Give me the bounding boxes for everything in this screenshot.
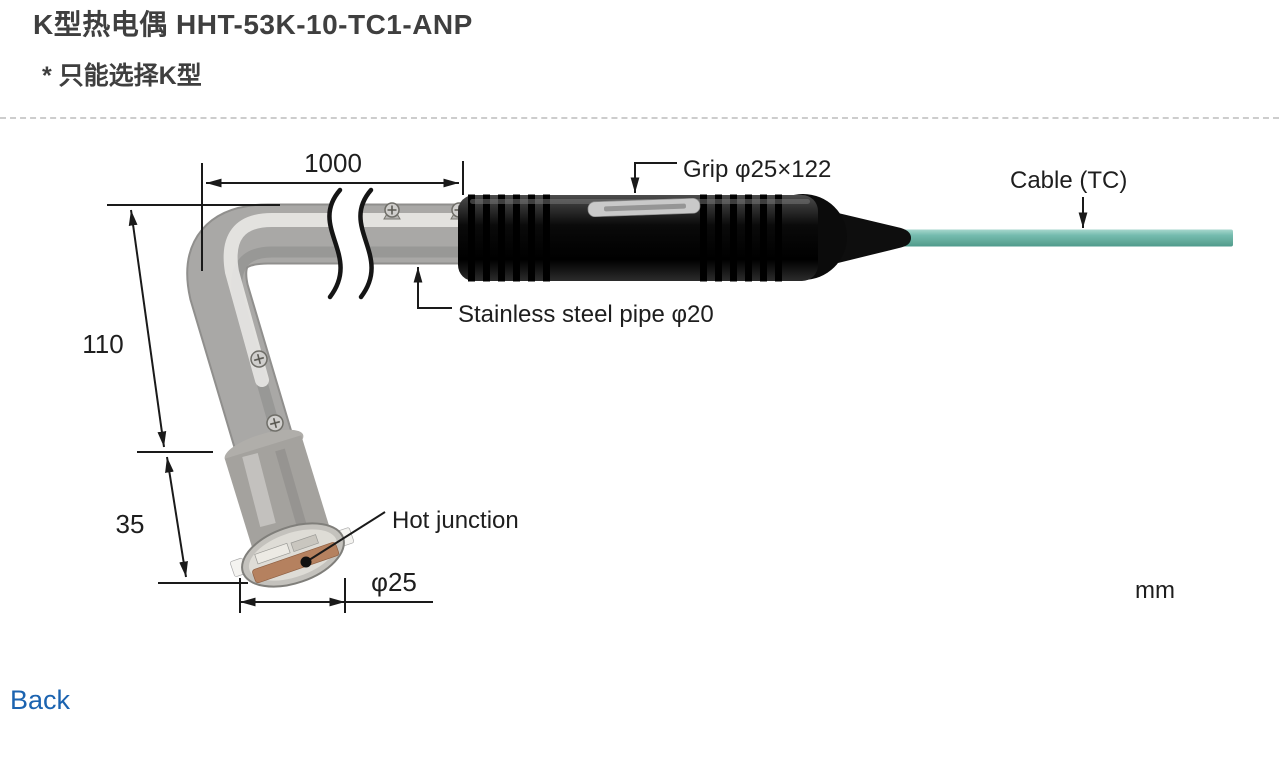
hot-junction-band [252, 542, 340, 584]
sensor-tip-face [230, 522, 355, 588]
grip-label: Grip φ25×122 [683, 156, 831, 183]
grip [458, 194, 911, 282]
stainless-pipe [186, 203, 469, 479]
dim-tip-section-label: 35 [116, 509, 145, 539]
page-note: * 只能选择K型 [42, 62, 202, 90]
dashed-divider [0, 117, 1279, 119]
back-link[interactable]: Back [10, 685, 71, 715]
cable [902, 229, 1233, 247]
dimension-lines [107, 161, 1088, 613]
pipe-label: Stainless steel pipe φ20 [458, 301, 714, 328]
cable-label: Cable (TC) [1010, 167, 1127, 194]
grip-leader [630, 162, 677, 193]
break-marks [327, 174, 374, 311]
hot-junction-label: Hot junction [392, 507, 519, 534]
page-title: K型热电偶 HHT-53K-10-TC1-ANP [33, 9, 473, 40]
grip-ribs [468, 194, 782, 282]
tip-sleeve [224, 429, 330, 550]
grip-label-plate [587, 197, 701, 218]
grip-strain-relief-cone [838, 213, 911, 263]
dim-pipe-length-label: 1000 [304, 148, 362, 178]
hot-junction-dot [300, 556, 312, 568]
unit-label: mm [1135, 577, 1175, 604]
pipe-leader [413, 267, 452, 309]
hot-junction-leader [305, 511, 386, 563]
dim-upper-section-label: 110 [82, 329, 123, 359]
dim-tip-diameter-label: φ25 [371, 567, 417, 597]
probe-drawing [186, 174, 1233, 588]
